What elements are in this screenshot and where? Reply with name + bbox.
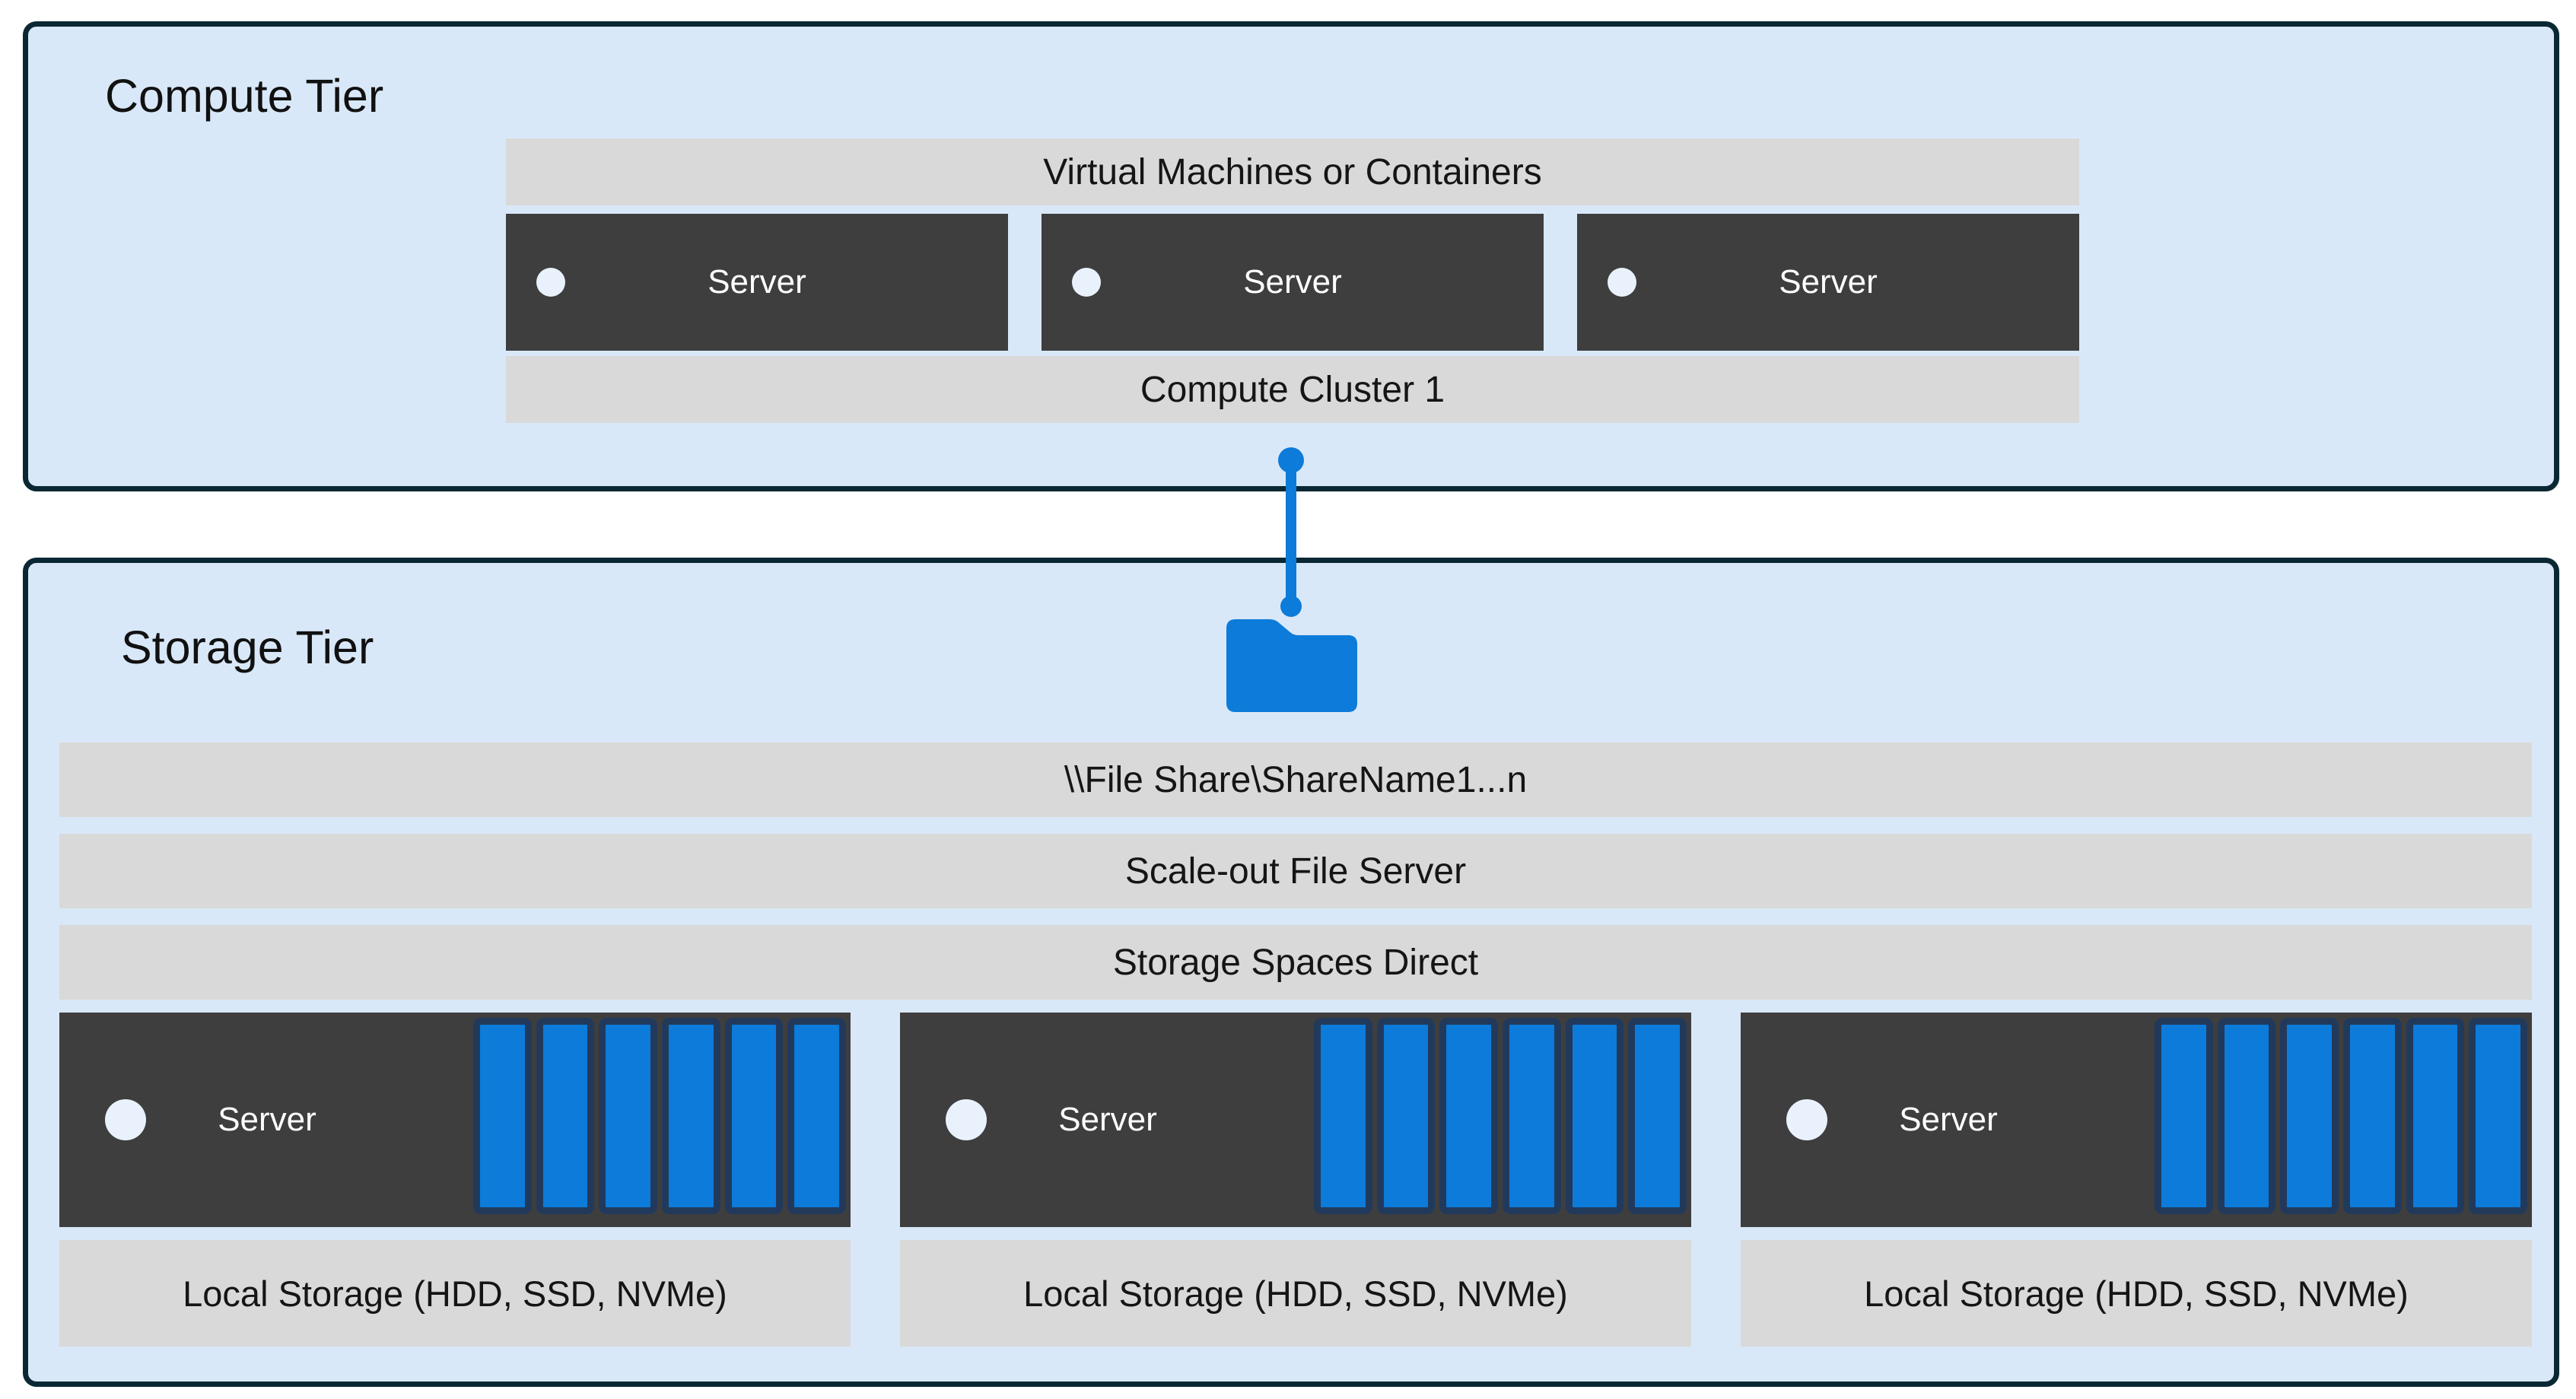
disk-shelf [2155,1018,2528,1214]
disk-icon [536,1018,595,1214]
disk-shelf [1314,1018,1687,1214]
scale-out-file-server-bar: Scale-out File Server [59,834,2532,908]
disk-shelf [473,1018,847,1214]
disk-icon [1376,1018,1436,1214]
disk-icon [2469,1018,2528,1214]
server-label: Server [1899,1101,1998,1138]
server-led-dot-icon [1786,1099,1827,1140]
server-led-dot-icon [946,1099,987,1140]
compute-server-box: Server [1577,214,2079,351]
file-share-bar: \\File Share\ShareName1...n [59,742,2532,817]
server-label: Server [1058,1101,1157,1138]
local-storage-bar: Local Storage (HDD, SSD, NVMe) [900,1240,1691,1347]
compute-server-box: Server [1042,214,1544,351]
storage-server-box: Server [59,1013,851,1227]
storage-server-box: Server [1741,1013,2532,1227]
disk-icon [787,1018,847,1214]
server-label: Server [708,263,806,300]
storage-tier-title: Storage Tier [121,622,374,673]
server-led-dot-icon [105,1099,146,1140]
disk-icon [2217,1018,2276,1214]
connector-endpoint-dot-icon [1280,596,1302,617]
disk-icon [1314,1018,1372,1214]
server-led-dot-icon [1608,268,1636,297]
storage-spaces-direct-bar: Storage Spaces Direct [59,925,2532,1000]
server-label: Server [1779,263,1878,300]
local-storage-row: Local Storage (HDD, SSD, NVMe) Local Sto… [59,1240,2532,1347]
storage-server-row: Server Server [59,1013,2532,1227]
local-storage-bar: Local Storage (HDD, SSD, NVMe) [1741,1240,2532,1347]
disk-icon [662,1018,720,1214]
connector-line [1286,460,1296,606]
compute-tier-title: Compute Tier [105,70,384,122]
disk-icon [599,1018,658,1214]
virtual-machines-bar: Virtual Machines or Containers [506,138,2079,205]
disk-icon [2280,1018,2339,1214]
server-led-dot-icon [1072,268,1101,297]
disk-icon [1503,1018,1561,1214]
disk-icon [2406,1018,2465,1214]
disk-icon [1628,1018,1687,1214]
disk-icon [1565,1018,1624,1214]
compute-tier-box: Compute Tier Virtual Machines or Contain… [23,21,2559,491]
disk-icon [724,1018,784,1214]
server-label: Server [218,1101,316,1138]
compute-cluster-bar: Compute Cluster 1 [506,356,2079,423]
disk-icon [1439,1018,1499,1214]
storage-server-box: Server [900,1013,1691,1227]
server-led-dot-icon [536,268,565,297]
server-label: Server [1243,263,1342,300]
folder-icon [1226,613,1357,712]
storage-tier-box: Storage Tier \\File Share\ShareName1...n… [23,558,2559,1387]
disk-icon [2155,1018,2213,1214]
local-storage-bar: Local Storage (HDD, SSD, NVMe) [59,1240,851,1347]
compute-server-box: Server [506,214,1008,351]
disk-icon [2343,1018,2402,1214]
compute-server-row: Server Server Server [506,214,2079,351]
disk-icon [473,1018,532,1214]
